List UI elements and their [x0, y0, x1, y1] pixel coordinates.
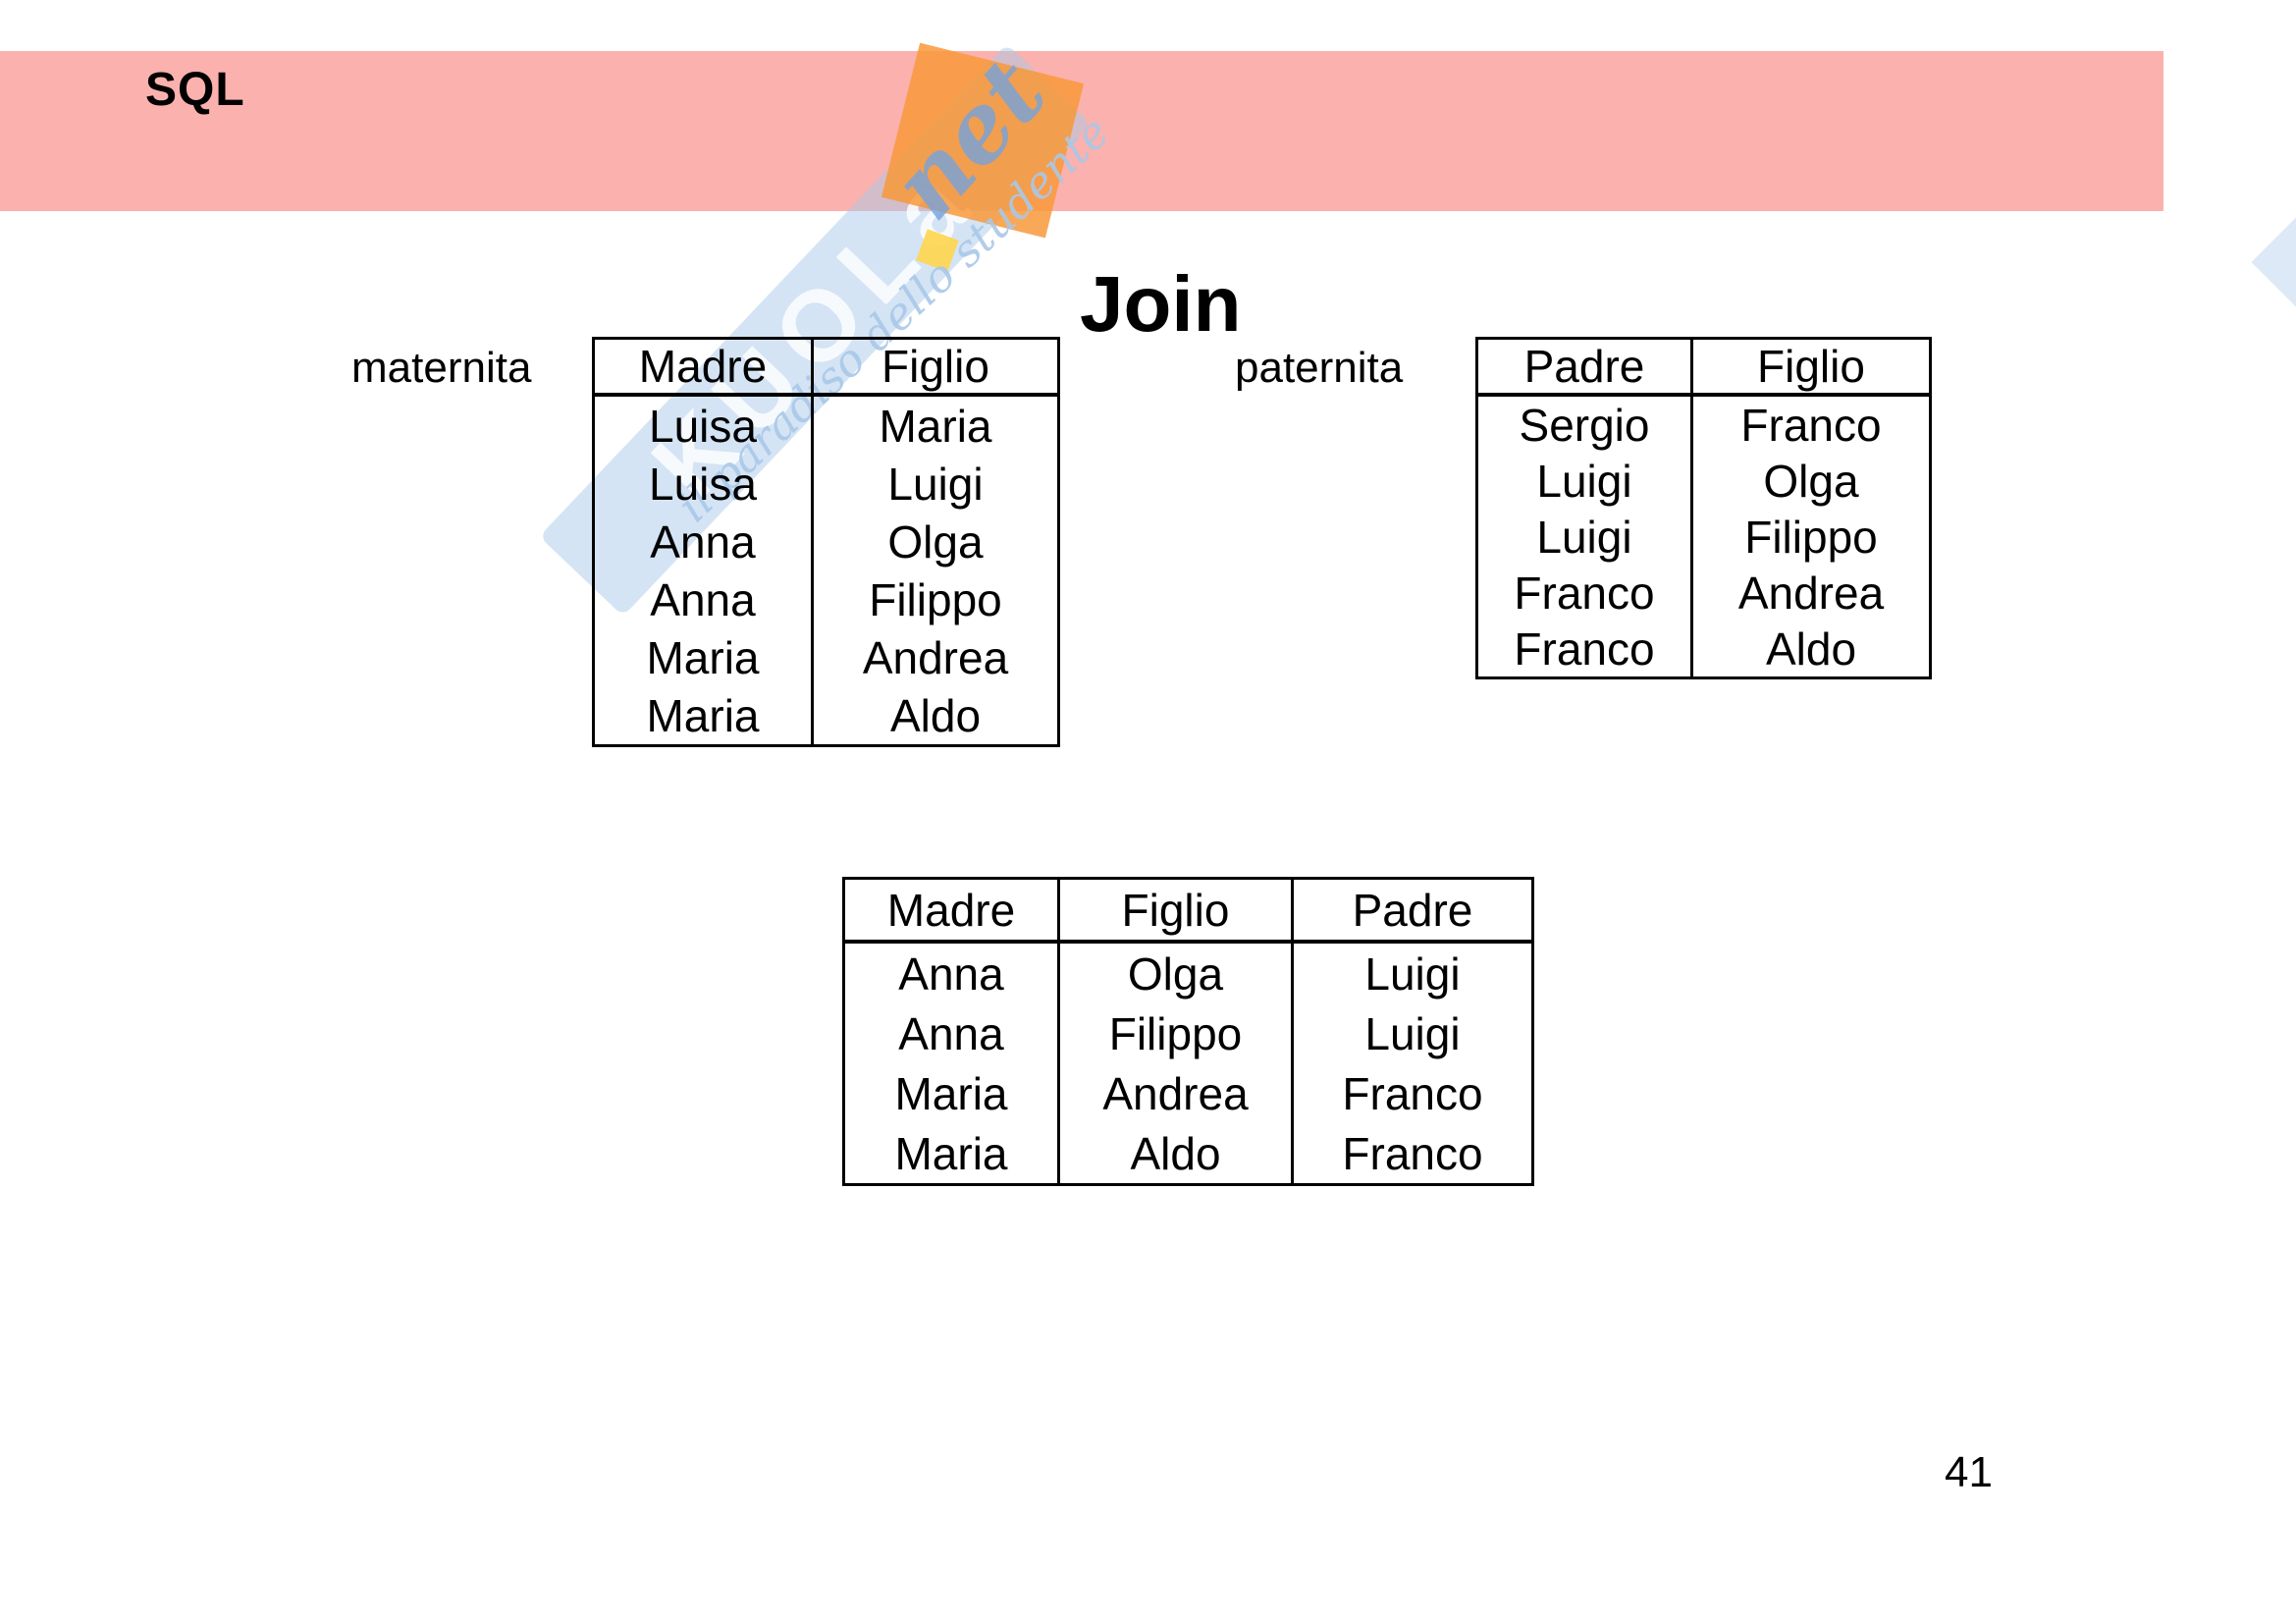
table-cell: Aldo [811, 686, 1059, 746]
table-cell: Maria [811, 395, 1059, 455]
table-cell: Luigi [1536, 455, 1632, 507]
maternita-table-label: maternita [351, 344, 532, 392]
table-cell: Aldo [1057, 1123, 1293, 1185]
table-cell: Filippo [1057, 1003, 1293, 1063]
page-number: 41 [1945, 1448, 1993, 1496]
table-cell: Andrea [1690, 565, 1931, 621]
column-header: Madre [593, 338, 813, 397]
table-row: Luisa Luigi [594, 455, 1059, 513]
header-banner [0, 51, 2163, 211]
table-row: Sergio Franco [1477, 395, 1931, 453]
table-cell: Luisa [649, 400, 757, 452]
table-cell: Filippo [1690, 509, 1931, 565]
table-cell: Franco [1690, 395, 1931, 453]
table-cell: Maria [646, 689, 760, 741]
table-cell: Franco [1514, 622, 1655, 675]
watermark-yellow-dot [916, 229, 959, 272]
table-row: Anna Filippo [594, 570, 1059, 628]
page-title: Join [1080, 260, 1242, 348]
paternita-table-label: paternita [1235, 344, 1404, 392]
table-cell: Luisa [649, 458, 757, 510]
column-header: Figlio [811, 338, 1059, 397]
table-cell: Olga [811, 513, 1059, 570]
table-cell: Anna [650, 515, 756, 568]
table-cell: Luigi [1536, 511, 1632, 563]
table-cell: Franco [1291, 1063, 1533, 1123]
column-header: Padre [1476, 338, 1692, 397]
table-row: Franco Aldo [1477, 621, 1931, 678]
column-header: Figlio [1690, 338, 1931, 397]
table-cell: Olga [1057, 942, 1293, 1003]
table-cell: Anna [650, 573, 756, 625]
column-header: Padre [1291, 878, 1533, 944]
table-cell: Maria [894, 1127, 1008, 1179]
table-cell: Andrea [811, 628, 1059, 686]
table-row: Franco Andrea [1477, 565, 1931, 621]
table-cell: Luigi [811, 455, 1059, 513]
table-row: Luigi Olga [1477, 453, 1931, 509]
table-cell: Olga [1690, 453, 1931, 509]
header-label: SQL [145, 64, 245, 116]
table-cell: Anna [898, 947, 1004, 1000]
table-row: Maria Aldo [594, 686, 1059, 746]
column-header: Madre [843, 878, 1059, 944]
table-row: Luigi Filippo [1477, 509, 1931, 565]
table-cell: Anna [898, 1007, 1004, 1059]
table-cell: Andrea [1057, 1063, 1293, 1123]
table-cell: Filippo [811, 570, 1059, 628]
table-row: Luisa Maria [594, 395, 1059, 455]
column-header: Figlio [1057, 878, 1293, 944]
table-cell: Aldo [1690, 621, 1931, 678]
table-cell: Franco [1514, 567, 1655, 619]
watermark-corner-fragment [2251, 213, 2296, 311]
table-cell: Luigi [1291, 1003, 1533, 1063]
table-cell: Maria [646, 631, 760, 683]
table-cell: Maria [894, 1067, 1008, 1119]
table-cell: Franco [1291, 1123, 1533, 1185]
table-cell: Sergio [1519, 399, 1650, 451]
table-row: Anna Olga [594, 513, 1059, 570]
table-row: Maria Andrea [594, 628, 1059, 686]
table-cell: Luigi [1291, 942, 1533, 1003]
